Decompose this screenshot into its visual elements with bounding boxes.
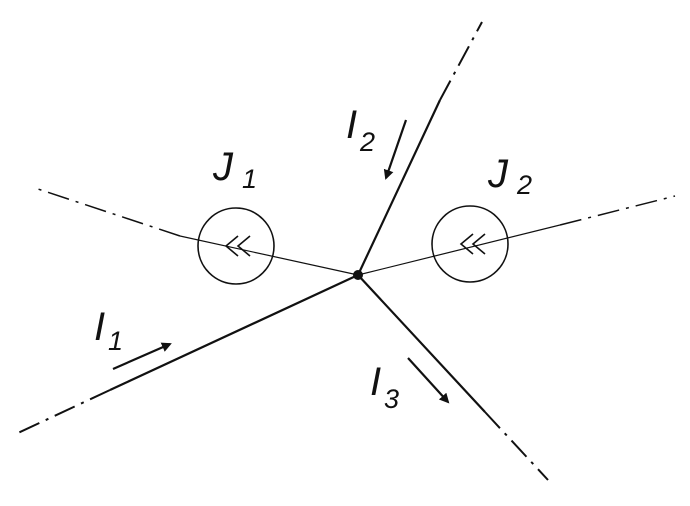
label-j1: J 1 [212, 145, 257, 194]
label-i3-sub: 3 [384, 384, 399, 414]
current-arrow-i1-icon [112, 342, 172, 371]
source-j1-double-chevron-icon [224, 235, 251, 257]
label-j2: J 2 [487, 152, 532, 200]
branch-i1 [17, 274, 359, 434]
branch-i3-dashdot [484, 411, 549, 481]
label-i2-main: I [346, 103, 357, 147]
label-i1: I 1 [94, 305, 123, 356]
branch-i1-solid [109, 274, 359, 391]
branch-j2-dashdot [559, 195, 676, 226]
source-j1-circle [197, 207, 275, 285]
label-i3: I 3 [370, 360, 399, 414]
label-i2-sub: 2 [359, 127, 375, 157]
current-source-j2 [431, 205, 509, 283]
label-j1-main: J [212, 145, 234, 189]
current-arrow-i3-icon [407, 357, 450, 404]
branch-j2-thin [357, 224, 561, 276]
branch-i2 [357, 21, 483, 276]
branch-i3-solid [357, 274, 486, 413]
branch-i3 [357, 274, 549, 481]
label-j2-sub: 2 [516, 170, 532, 200]
label-i1-main: I [94, 305, 105, 349]
branch-j1-thin [179, 235, 359, 276]
junction-node [353, 270, 363, 280]
current-source-j1 [197, 207, 275, 285]
branch-j1-dashdot [34, 187, 181, 237]
branch-i1-dashdot [17, 389, 111, 434]
label-i3-main: I [370, 360, 381, 404]
branch-i2-dashdot [439, 21, 483, 101]
current-arrow-i2-icon [383, 119, 408, 180]
label-i2: I 2 [346, 103, 375, 157]
source-j2-circle [431, 205, 509, 283]
label-j2-main: J [487, 152, 509, 196]
branch-j1 [34, 187, 359, 276]
label-i1-sub: 1 [108, 326, 123, 356]
branch-i2-solid [357, 99, 441, 276]
branch-j2 [357, 195, 676, 276]
source-j2-double-chevron-icon [459, 233, 486, 255]
label-j1-sub: 1 [242, 164, 257, 194]
